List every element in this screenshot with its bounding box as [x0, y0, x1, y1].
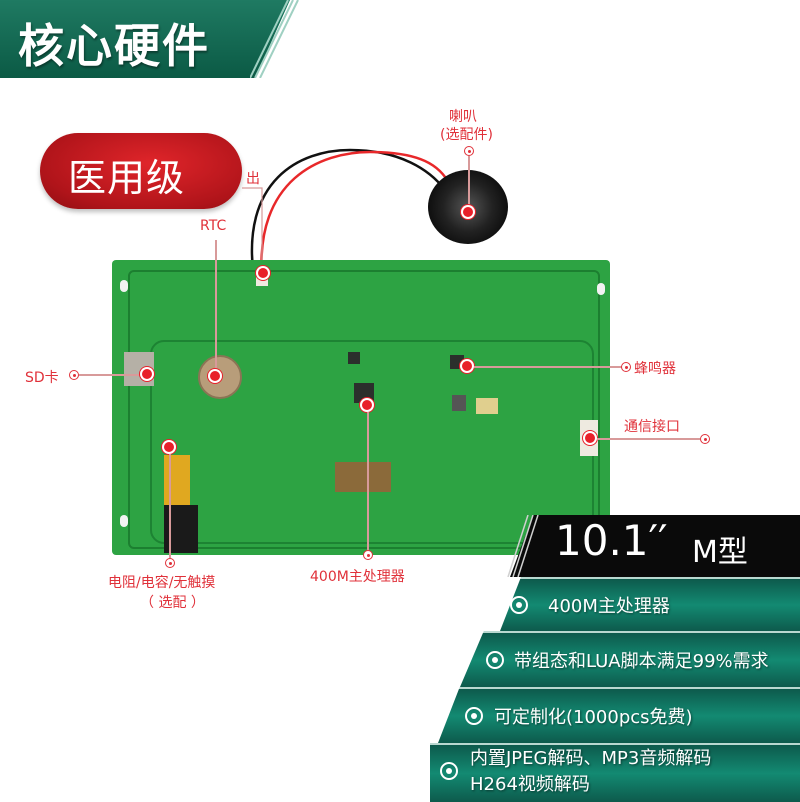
speaker-out-dot [258, 268, 268, 278]
rtc-battery-holder [198, 355, 242, 399]
capacitor [476, 398, 498, 414]
mount-hole [597, 283, 605, 295]
spec-stripes-decoration [507, 515, 539, 577]
target-icon [440, 762, 458, 780]
comm-port-callout-anchor [700, 434, 710, 444]
cpu-callout-line [367, 412, 369, 552]
banner-stripes-decoration [250, 0, 299, 78]
cpu-callout-dot [362, 400, 372, 410]
cpu-label: 400M主处理器 [310, 569, 405, 585]
fpc-connector [335, 462, 391, 492]
feature-text: 可定制化(1000pcs免费) [494, 707, 693, 728]
buzzer-component [450, 355, 464, 369]
medical-grade-label: 医用级 [68, 156, 186, 200]
feature-text-line2: H264视频解码 [470, 774, 590, 795]
feature-row [460, 631, 800, 687]
spec-header [510, 515, 800, 577]
inductor [452, 395, 466, 411]
touch-flex-cable [164, 455, 190, 505]
sd-card-callout-line [79, 374, 145, 376]
target-icon [486, 651, 504, 669]
speaker-out-label: 出 [246, 171, 260, 187]
touch-note-label: （ 选配 ） [140, 595, 205, 611]
comm-port-callout-line [597, 438, 700, 440]
speaker-label: 喇叭 [449, 109, 477, 125]
buzzer-callout-anchor [621, 362, 631, 372]
speaker-callout-anchor [464, 146, 474, 156]
model-type: M型 [692, 535, 748, 570]
page-title: 核心硬件 [18, 19, 210, 73]
feature-row [438, 687, 800, 743]
touch-label: 电阻/电容/无触摸 [108, 575, 216, 591]
touch-callout-anchor [165, 558, 175, 568]
memory-chip [348, 352, 360, 364]
header-banner [0, 0, 290, 78]
medical-grade-badge [40, 133, 242, 209]
target-icon [465, 707, 483, 725]
sd-card-label: SD卡 [25, 370, 59, 386]
feature-text: 400M主处理器 [548, 596, 670, 617]
buzzer-callout-dot [462, 361, 472, 371]
speaker-callout-dot [463, 207, 473, 217]
feature-text: 带组态和LUA脚本满足99%需求 [514, 651, 769, 672]
speaker-note-label: (选配件) [440, 127, 493, 143]
touch-callout-line [169, 454, 171, 558]
comm-port-label: 通信接口 [624, 419, 680, 435]
feature-row [500, 577, 800, 631]
rtc-callout-dot [210, 371, 220, 381]
cpu-callout-anchor [363, 550, 373, 560]
mount-hole [120, 515, 128, 527]
pcb-border-trace [128, 270, 600, 549]
sd-card-callout-anchor [69, 370, 79, 380]
feature-row [430, 743, 800, 802]
feature-text: 内置JPEG解码、MP3音频解码 [470, 748, 712, 769]
mount-hole [120, 280, 128, 292]
rtc-label: RTC [200, 218, 227, 234]
comm-port-callout-dot [585, 433, 595, 443]
cpu-chip [354, 383, 374, 403]
rtc-callout-line [215, 240, 217, 372]
touch-callout-dot [164, 442, 174, 452]
target-icon [510, 596, 528, 614]
screen-size: 10.1′′ [555, 516, 668, 565]
buzzer-callout-line [474, 366, 622, 368]
buzzer-label: 蜂鸣器 [634, 361, 676, 377]
speaker-callout-line [468, 156, 470, 206]
sd-card-callout-dot [142, 369, 152, 379]
